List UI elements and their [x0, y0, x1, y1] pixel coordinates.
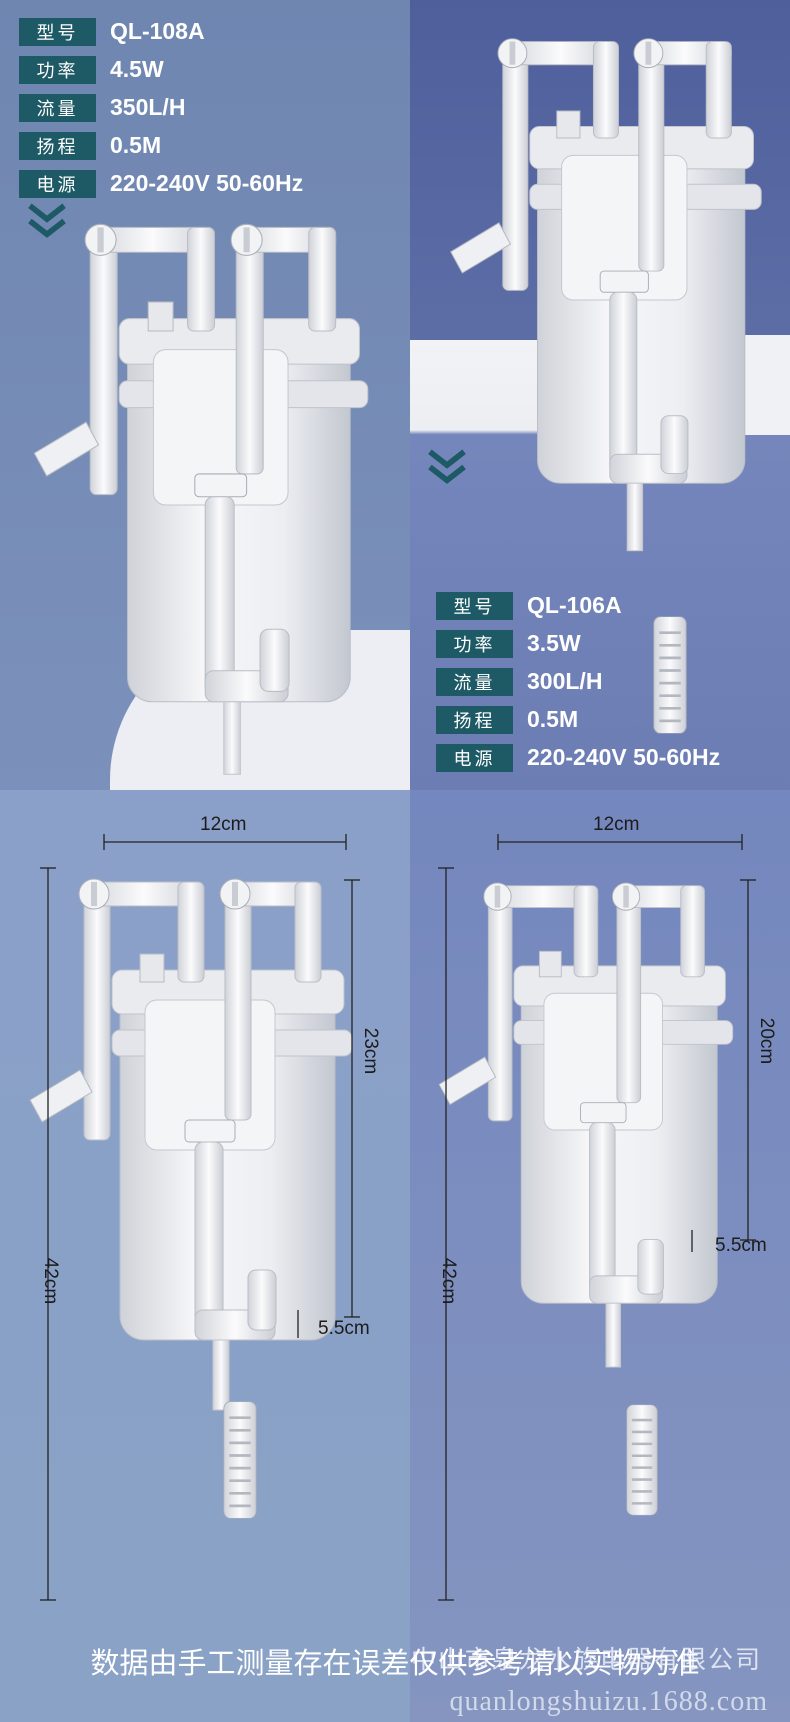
spec-value-power: 4.5W — [110, 56, 164, 82]
panel-product-a-dimensions: 12cm 23cm 42cm 5.5cm — [0, 790, 410, 1722]
panel-product-b-photo: 型号 QL-106A 功率 3.5W 流量 300L/H 扬程 0.5M 电源 … — [410, 0, 790, 790]
dimension-body-height-label: 23cm — [360, 1027, 382, 1075]
spec-label-flow: 流量 — [436, 667, 513, 696]
spec-value-head: 0.5M — [110, 132, 162, 158]
spec-row-model: 型号 QL-108A — [19, 16, 303, 47]
spec-label-model: 型号 — [19, 17, 96, 46]
panel-product-a-photo: 型号 QL-108A 功率 4.5W 流量 350L/H 扬程 0.5M 电源 … — [0, 0, 410, 790]
spec-value-model: QL-106A — [527, 592, 622, 618]
spec-row-model: 型号 QL-106A — [436, 590, 720, 621]
spec-label-head: 扬程 — [436, 705, 513, 734]
dimension-width-label: 12cm — [593, 814, 640, 835]
spec-row-head: 扬程 0.5M — [19, 130, 303, 161]
spec-label-power-supply: 电源 — [436, 743, 513, 772]
disclaimer-text: 数据由手工测量存在误差仅供参考请以实物为准 — [90, 1646, 700, 1680]
spec-list-b: 型号 QL-106A 功率 3.5W 流量 300L/H 扬程 0.5M 电源 … — [436, 590, 720, 773]
dimension-body-height-label: 20cm — [756, 1017, 778, 1065]
dimension-width-label: 12cm — [200, 814, 247, 835]
spec-value-model: QL-108A — [110, 18, 205, 44]
spec-value-power-supply: 220-240V 50-60Hz — [527, 744, 721, 770]
filter-product-image — [430, 30, 780, 570]
dimension-total-height-label: 42cm — [40, 1257, 62, 1305]
spec-label-power: 功率 — [436, 629, 513, 658]
spec-row-power-supply: 电源 220-240V 50-60Hz — [19, 168, 303, 199]
panel-product-b-dimensions: 12cm 20cm 42cm 5.5cm — [410, 790, 790, 1722]
watermark-company-name: 中山市泉龙水族电器有限公司 — [410, 1645, 762, 1674]
spec-label-head: 扬程 — [19, 131, 96, 160]
spec-row-power: 功率 4.5W — [19, 54, 303, 85]
spec-row-flow: 流量 350L/H — [19, 92, 303, 123]
filter-product-image — [20, 215, 380, 790]
spec-row-head: 扬程 0.5M — [436, 704, 720, 735]
spec-list-a: 型号 QL-108A 功率 4.5W 流量 350L/H 扬程 0.5M 电源 … — [19, 16, 303, 199]
dimension-depth-label: 5.5cm — [318, 1318, 370, 1339]
watermark-url: quanlongshuizu.1688.com — [449, 1686, 768, 1717]
dimension-lines — [40, 834, 360, 1601]
spec-label-flow: 流量 — [19, 93, 96, 122]
spec-label-power-supply: 电源 — [19, 169, 96, 198]
spec-label-model: 型号 — [436, 591, 513, 620]
spec-value-flow: 350L/H — [110, 94, 186, 120]
spec-value-flow: 300L/H — [527, 668, 603, 694]
dimension-lines — [438, 834, 756, 1601]
spec-value-power: 3.5W — [527, 630, 581, 656]
spec-row-power: 功率 3.5W — [436, 628, 720, 659]
spec-value-head: 0.5M — [527, 706, 579, 732]
spec-label-power: 功率 — [19, 55, 96, 84]
chevron-down-icon — [426, 448, 468, 486]
spec-value-power-supply: 220-240V 50-60Hz — [110, 170, 304, 196]
dimension-total-height-label: 42cm — [438, 1257, 460, 1305]
spec-row-power-supply: 电源 220-240V 50-60Hz — [436, 742, 720, 773]
dimension-depth-label: 5.5cm — [715, 1235, 767, 1256]
spec-row-flow: 流量 300L/H — [436, 666, 720, 697]
